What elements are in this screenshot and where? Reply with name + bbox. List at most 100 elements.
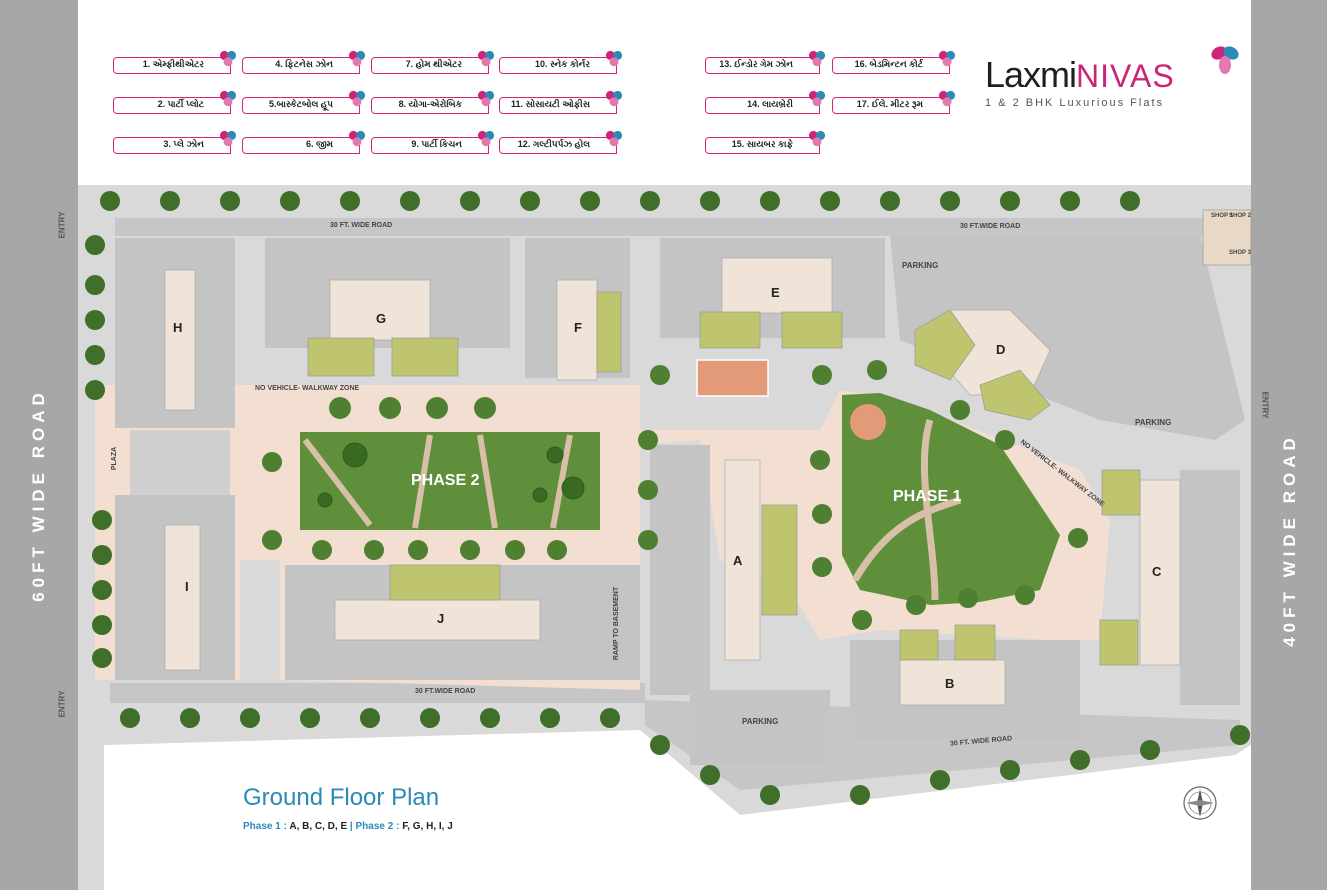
phase1-summary-label: Phase 1 : bbox=[243, 821, 287, 832]
building-e-core bbox=[721, 257, 833, 314]
park-shrubs bbox=[317, 442, 585, 508]
building-label: I bbox=[185, 579, 189, 594]
shops bbox=[1202, 209, 1252, 266]
parking-block bbox=[650, 445, 710, 695]
building-block bbox=[781, 311, 843, 349]
shop-label: SHOP 1 bbox=[1211, 213, 1233, 219]
building-g-core bbox=[329, 279, 431, 341]
legend-item: 14. લાયબ્રેરી bbox=[705, 90, 826, 114]
building-block bbox=[307, 337, 375, 377]
compass-icon bbox=[1183, 786, 1217, 820]
building-block bbox=[389, 564, 501, 601]
left-road bbox=[0, 0, 78, 890]
building-block bbox=[596, 291, 622, 373]
building-block bbox=[979, 369, 1051, 421]
legend-item: 16. બેડમિન્ટન કોર્ટ bbox=[832, 50, 956, 74]
building-block bbox=[1101, 469, 1141, 516]
building-j-core bbox=[334, 599, 541, 641]
road-label: 30 FT.WIDE ROAD bbox=[415, 688, 476, 695]
legend-item: 8. યોગા-એરોબિક bbox=[371, 90, 495, 114]
flower-icon bbox=[605, 50, 623, 67]
amphitheatre bbox=[850, 404, 886, 440]
flower-icon bbox=[938, 90, 956, 107]
entry-label: ENTRY bbox=[57, 211, 67, 239]
badminton-court bbox=[696, 359, 769, 397]
legend-item: 17. ઈલે. મીટર રૂમ bbox=[832, 90, 956, 114]
building-label: F bbox=[574, 320, 582, 335]
flower-icon bbox=[477, 50, 495, 67]
phase2-summary-value: F, G, H, I, J bbox=[402, 821, 453, 832]
phase1-label: PHASE 1 bbox=[893, 488, 962, 505]
road-label: 30 FT.WIDE ROAD bbox=[960, 223, 1021, 230]
logo-accent: NIVAS bbox=[1076, 58, 1175, 94]
logo-tagline: 1 & 2 BHK Luxurious Flats bbox=[985, 97, 1165, 109]
flower-icon bbox=[605, 90, 623, 107]
parking-label: PARKING bbox=[742, 717, 779, 726]
building-label: A bbox=[733, 553, 743, 568]
legend-item: 1. એમ્ફીથીએટર bbox=[113, 50, 237, 74]
phase2-label: PHASE 2 bbox=[411, 472, 480, 489]
phase-summary: Phase 1 : A, B, C, D, E | Phase 2 : F, G… bbox=[243, 821, 453, 832]
legend-item: 5.બાસ્કેટબોલ હૂપ bbox=[242, 90, 366, 114]
building-f-core bbox=[556, 279, 598, 381]
parking-block bbox=[1180, 470, 1240, 705]
building-block bbox=[761, 504, 798, 616]
ramp-label: RAMP TO BASEMENT bbox=[613, 586, 621, 661]
parking-label: PARKING bbox=[902, 261, 939, 270]
flower-icon bbox=[348, 50, 366, 67]
legend-item: 2. પાર્ટી પ્લોટ bbox=[113, 90, 237, 114]
legend-item: 13. ઈન્ડોર ગેમ ઝોન bbox=[705, 50, 826, 74]
legend-item: 7. હોમ થીએટર bbox=[371, 50, 495, 74]
flower-icon bbox=[219, 50, 237, 67]
walkway-label: NO VEHICLE- WALKWAY ZONE bbox=[255, 385, 360, 392]
legend-item: 10. સ્નેક કોર્નર bbox=[499, 50, 623, 74]
tree-row bbox=[85, 235, 112, 668]
entry-label: ENTRY bbox=[1260, 391, 1270, 419]
building-block bbox=[954, 624, 996, 661]
brand-logo: LaxmiNIVAS 1 & 2 BHK Luxurious Flats bbox=[985, 46, 1239, 109]
flower-icon bbox=[348, 90, 366, 107]
building-label: G bbox=[376, 311, 387, 326]
plaza-area bbox=[130, 430, 230, 495]
flower-icon bbox=[605, 130, 623, 147]
building-label: C bbox=[1152, 564, 1162, 579]
building-label: D bbox=[996, 342, 1006, 357]
flower-icon bbox=[477, 90, 495, 107]
logo-main: Laxmi bbox=[985, 54, 1077, 95]
legend-item: 15. સાયબર કાફે bbox=[705, 130, 826, 154]
building-label: B bbox=[945, 676, 955, 691]
building-block bbox=[914, 309, 976, 381]
flower-icon bbox=[808, 130, 826, 147]
building-label: H bbox=[173, 320, 183, 335]
page-title: Ground Floor Plan bbox=[243, 784, 440, 811]
flower-icon bbox=[808, 90, 826, 107]
tree-cluster bbox=[262, 360, 1088, 630]
parking-block bbox=[890, 235, 1245, 440]
legend-item: 3. પ્લે ઝોન bbox=[113, 130, 237, 154]
phase-separator: | bbox=[349, 821, 353, 832]
building-h-core bbox=[164, 269, 196, 411]
phase2-summary-label: Phase 2 : bbox=[355, 821, 400, 832]
building-label: E bbox=[771, 285, 780, 300]
road-label: 30 FT. WIDE ROAD bbox=[330, 222, 393, 229]
building-b-core bbox=[899, 659, 1006, 706]
building-block bbox=[899, 629, 939, 661]
flower-logo-icon bbox=[1211, 46, 1239, 74]
plaza-label: PLAZA bbox=[111, 446, 119, 471]
phase1-summary-value: A, B, C, D, E bbox=[289, 821, 348, 832]
flower-icon bbox=[348, 130, 366, 147]
right-road bbox=[1251, 0, 1327, 890]
shop-label: SHOP 3 bbox=[1229, 250, 1251, 256]
building-c-core bbox=[1139, 479, 1181, 666]
building-block bbox=[391, 337, 459, 377]
parking-block bbox=[690, 690, 830, 765]
legend-item: 4. ફિટનેસ ઝોન bbox=[242, 50, 366, 74]
building-i-core bbox=[164, 524, 201, 671]
bottom-road bbox=[110, 683, 645, 703]
parking-label: PARKING bbox=[1135, 418, 1172, 427]
legend-item: 9. પાર્ટી કિચન bbox=[371, 130, 495, 154]
flower-icon bbox=[219, 90, 237, 107]
legend-item: 6. જીમ bbox=[242, 130, 366, 154]
